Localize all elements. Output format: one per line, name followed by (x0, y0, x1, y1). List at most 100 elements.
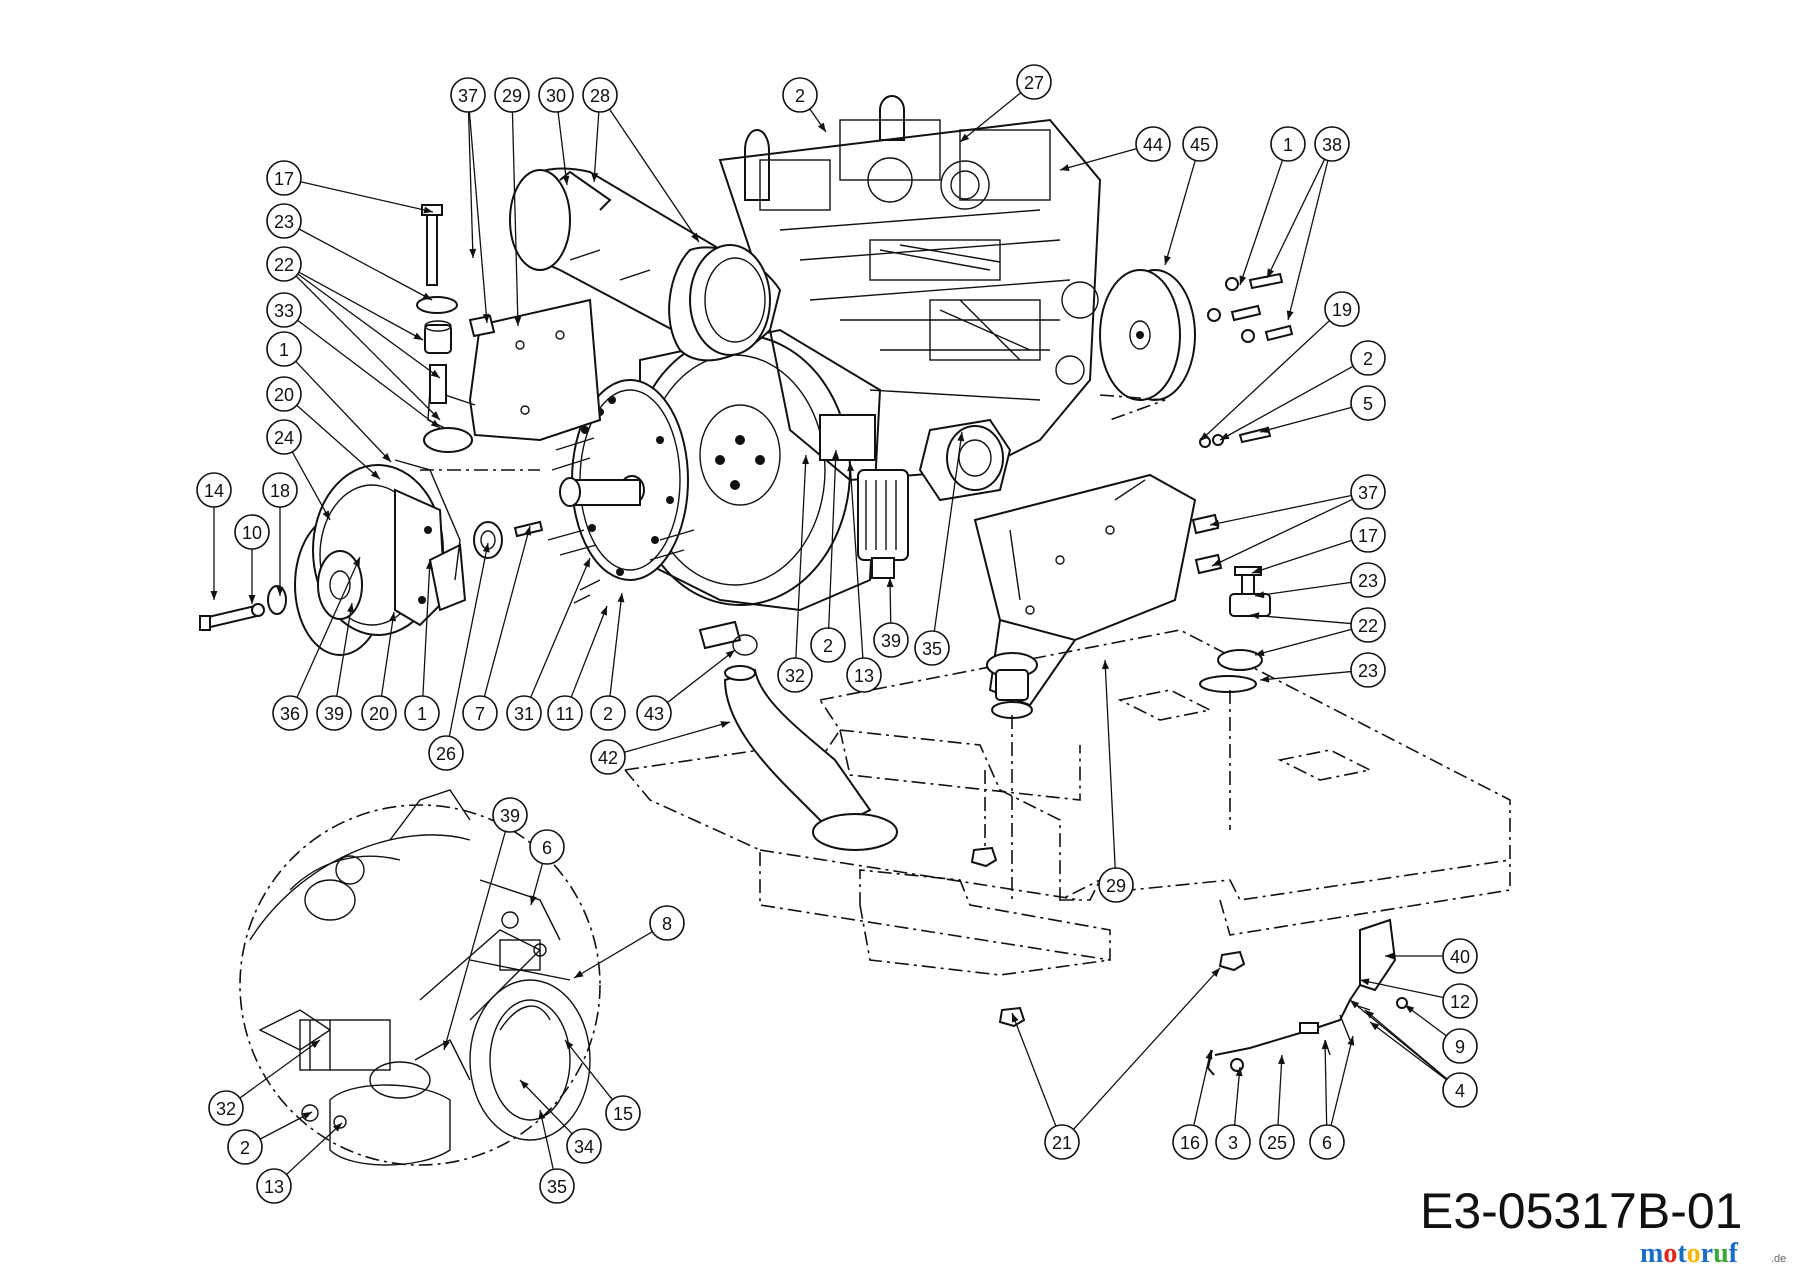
callout-1: 1 (1270, 126, 1306, 162)
callout-number: 17 (274, 169, 294, 189)
callout-circle (196, 472, 232, 508)
callout-23: 23 (1350, 562, 1386, 598)
callout-number: 29 (1106, 876, 1126, 896)
callout-arrowhead (565, 1040, 574, 1050)
callout-number: 35 (547, 1177, 567, 1197)
callout-2: 2 (1350, 340, 1386, 376)
callout-38: 38 (1314, 126, 1350, 162)
callout-37: 37 (1350, 474, 1386, 510)
callout-arrowhead (691, 232, 699, 242)
clutch-bolt (199, 585, 287, 631)
callout-circle (810, 627, 846, 663)
callout-leader (295, 275, 441, 421)
callout-leader (1211, 498, 1353, 567)
callout-leader (291, 451, 331, 521)
callout-number: 32 (216, 1099, 236, 1119)
callout-leader (1277, 1054, 1283, 1126)
callout-number: 28 (590, 86, 610, 106)
callout-circle (1350, 517, 1386, 553)
callout-leader (380, 611, 395, 697)
callout-number: 31 (514, 704, 534, 724)
callout-number: 2 (795, 86, 805, 106)
callout-number: 43 (644, 704, 664, 724)
callout-4: 4 (1442, 1072, 1478, 1108)
callout-number: 39 (500, 806, 520, 826)
callout-circle (266, 246, 302, 282)
callout-11: 11 (547, 695, 583, 731)
callout-circle (462, 695, 498, 731)
callout-circle (605, 1095, 641, 1131)
callout-arrowhead (482, 313, 490, 323)
callout-number: 45 (1190, 135, 1210, 155)
callout-arrowhead (382, 453, 391, 462)
callout-39: 39 (316, 695, 352, 731)
callout-number: 17 (1358, 526, 1378, 546)
callout-leader (300, 181, 434, 213)
callout-arrowhead (1210, 519, 1220, 527)
callout-number: 24 (274, 428, 294, 448)
callout-leader (1251, 539, 1353, 574)
callout-27: 27 (1016, 64, 1052, 100)
callout-number: 22 (1358, 616, 1378, 636)
callout-43: 43 (636, 695, 672, 731)
callout-arrowhead (725, 650, 735, 659)
callout-arrowhead (1370, 1022, 1380, 1031)
callout-leader (448, 542, 489, 737)
left-mount-stack (416, 204, 496, 453)
callout-44: 44 (1135, 126, 1171, 162)
callout-leader (296, 556, 361, 698)
callout-leader (667, 649, 736, 704)
callout-arrowhead (1211, 968, 1220, 978)
callout-arrowhead (347, 603, 355, 613)
callout-circle (1442, 983, 1478, 1019)
callout-circle (538, 77, 574, 113)
callout-leader (795, 454, 807, 659)
callout-arrowhead (960, 133, 970, 142)
callout-circle (1314, 126, 1350, 162)
callout-2: 2 (782, 77, 818, 113)
callout-number: 6 (1322, 1133, 1332, 1153)
callout-5: 5 (1350, 385, 1386, 421)
callout-number: 11 (556, 704, 575, 724)
callout-number: 18 (270, 481, 290, 501)
callout-arrowhead (591, 172, 599, 182)
callout-circle (777, 657, 813, 693)
electric-clutch (294, 464, 467, 656)
callout-6: 6 (1309, 1124, 1345, 1160)
callout-arrowhead (413, 332, 423, 340)
callout-circle (266, 292, 302, 328)
callout-leader (336, 602, 353, 697)
callout-circle (1098, 867, 1134, 903)
callout-number: 2 (240, 1138, 250, 1158)
right-isolators (1191, 513, 1271, 830)
callout-number: 20 (274, 385, 294, 405)
callout-leader (239, 1039, 321, 1099)
callout-number: 4 (1455, 1081, 1465, 1101)
callout-arrowhead (322, 510, 330, 520)
callout-39: 39 (873, 622, 909, 658)
callout-21: 21 (1044, 1124, 1080, 1160)
callout-number: 36 (280, 704, 300, 724)
callout-leader (1199, 320, 1330, 442)
callout-number: 37 (458, 86, 478, 106)
callout-circle (590, 739, 626, 775)
callout-22: 22 (266, 246, 302, 282)
callout-number: 23 (1358, 571, 1378, 591)
callout-arrowhead (1405, 1005, 1415, 1014)
callout-arrowhead (1164, 255, 1171, 265)
callout-arrowhead (302, 1112, 312, 1120)
callout-42: 42 (590, 739, 626, 775)
callout-number: 6 (542, 838, 552, 858)
callout-9: 9 (1442, 1028, 1478, 1064)
callout-arrowhead (600, 606, 607, 616)
callout-1: 1 (266, 331, 302, 367)
callout-leader (1259, 406, 1352, 433)
callout-number: 3 (1228, 1133, 1238, 1153)
oil-filter (857, 469, 909, 579)
callout-circle (1350, 652, 1386, 688)
callout-leader (295, 360, 392, 463)
callout-number: 13 (854, 666, 874, 686)
callout-18: 18 (262, 472, 298, 508)
callout-leader (296, 404, 381, 480)
callout-2: 2 (810, 627, 846, 663)
